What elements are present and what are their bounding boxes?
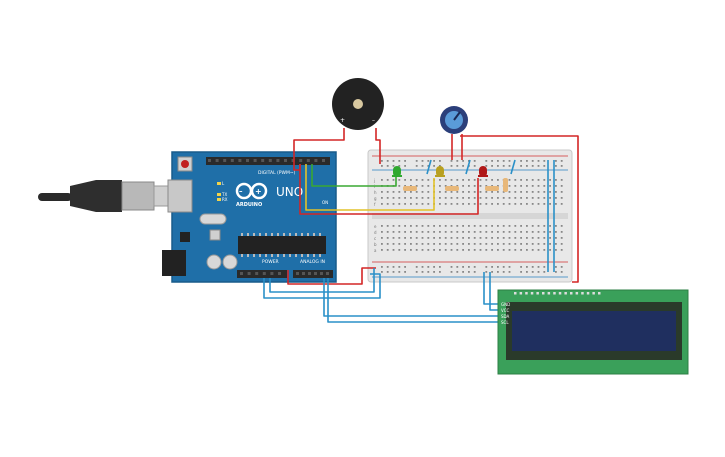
svg-text:+: +	[255, 187, 262, 196]
l-label: L	[222, 181, 225, 186]
reset-button-cap	[181, 160, 189, 168]
wires	[263, 128, 579, 323]
microcontroller-chip	[238, 236, 326, 254]
rx-led	[217, 198, 221, 201]
svg-text:GND: GND	[501, 302, 510, 307]
small-chip	[180, 232, 190, 242]
rx-label: RX	[222, 197, 228, 202]
svg-text:j: j	[373, 178, 375, 183]
svg-text:e: e	[374, 224, 377, 229]
analog-label: ANALOG IN	[300, 259, 325, 265]
buzzer-plus-symbol: +	[340, 117, 345, 124]
arduino-logo: – +	[235, 182, 268, 200]
svg-text:h: h	[374, 190, 377, 195]
wire-lcd-gnd2	[269, 268, 375, 293]
lcd-module[interactable]: GND VCC SDA SCL	[497, 289, 689, 375]
analog-header	[293, 270, 333, 278]
svg-text:f: f	[374, 202, 376, 207]
wire-lcd-vcc2	[489, 272, 500, 311]
svg-text:c: c	[374, 236, 376, 241]
buzzer-minus-symbol: –	[372, 117, 375, 124]
usb-cable	[38, 180, 179, 212]
svg-text:VCC: VCC	[501, 308, 510, 313]
led-green[interactable]	[392, 166, 402, 177]
wire-red-5v	[287, 267, 376, 285]
piezo-buzzer[interactable]: + –	[332, 78, 384, 130]
lcd-pin-labels: GND VCC SDA SCL	[501, 302, 510, 325]
wire-lcd-scl	[327, 278, 500, 323]
wire-red-led	[299, 164, 479, 215]
power-header	[237, 270, 287, 278]
wire-blue-gnd3	[510, 159, 516, 175]
lcd-screen	[512, 311, 676, 351]
wire-lcd-gnd	[263, 273, 381, 299]
resistor	[485, 186, 499, 191]
svg-text:b: b	[374, 242, 377, 247]
wire-red-buzzer-minus	[375, 128, 381, 164]
svg-text:d: d	[374, 230, 377, 235]
breadboard[interactable]: j i h g f e d c b a	[367, 149, 573, 283]
center-channel	[372, 213, 568, 219]
wire-blue-gnd2	[465, 159, 471, 175]
svg-text:a: a	[374, 248, 377, 253]
svg-text:SDA: SDA	[501, 314, 510, 319]
potentiometer[interactable]	[440, 106, 468, 134]
svg-text:g: g	[374, 196, 377, 201]
power-label: POWER	[262, 259, 279, 265]
capacitor	[222, 254, 238, 270]
arduino-board[interactable]: DIGITAL (PWM~) – + UNO ARDUINO TX RX L O…	[162, 151, 337, 283]
model-label: UNO	[276, 185, 303, 199]
wire-blue-gnd1	[426, 159, 432, 175]
l-led	[217, 182, 221, 185]
svg-text:SCL: SCL	[501, 320, 509, 325]
svg-text:–: –	[239, 188, 243, 196]
wire-green-led	[311, 164, 397, 187]
led-yellow[interactable]	[435, 166, 445, 177]
resistors	[403, 178, 508, 192]
wire-red-power	[460, 135, 579, 283]
brand-label: ARDUINO	[236, 202, 262, 208]
digital-header	[206, 157, 330, 165]
wire-lcd-sda	[323, 278, 500, 317]
led-red[interactable]	[478, 166, 488, 177]
digital-label: DIGITAL (PWM~)	[258, 170, 296, 176]
wire-lcd-vcc	[483, 272, 500, 305]
lcd-header-pins	[514, 292, 601, 295]
crystal	[199, 213, 227, 225]
on-label: ON	[322, 200, 328, 205]
chip-legs	[241, 233, 321, 257]
icsp-header	[209, 229, 221, 241]
power-jack	[162, 250, 186, 276]
tx-label: TX	[221, 192, 227, 197]
usb-jack	[167, 179, 193, 213]
resistor	[503, 178, 508, 192]
wire-yellow-led	[305, 164, 435, 211]
tx-led	[217, 193, 221, 196]
capacitor	[206, 254, 222, 270]
resistor	[403, 186, 417, 191]
breadboard-holes	[381, 160, 563, 273]
bottom-pins	[240, 272, 329, 275]
digital-pins	[208, 159, 325, 162]
resistor	[445, 186, 459, 191]
leds	[392, 166, 488, 177]
